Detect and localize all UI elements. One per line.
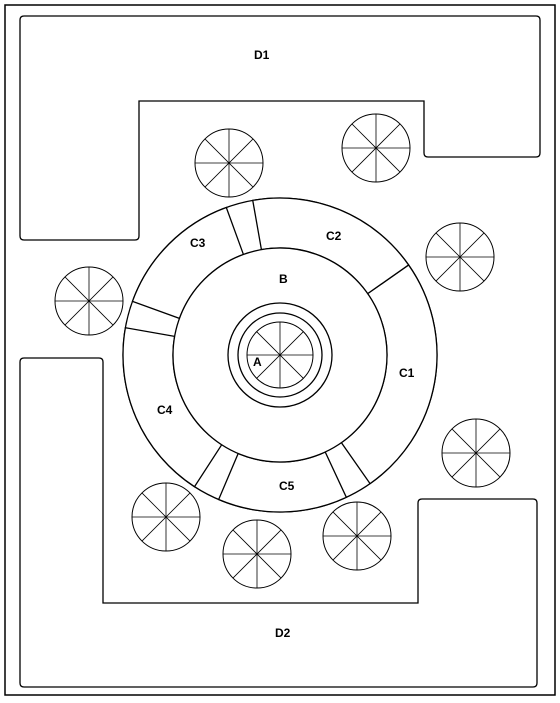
tree-right-upper-icon (425, 222, 495, 292)
label-d1: D1 (254, 48, 270, 62)
tree-left-icon (54, 266, 124, 336)
label-c5: C5 (279, 479, 295, 493)
tree-lower-center-icon (222, 519, 292, 589)
label-b: B (279, 272, 288, 286)
label-a: A (253, 355, 262, 369)
tree-center-icon (246, 321, 314, 389)
label-c1: C1 (399, 366, 415, 380)
tree-right-lower-icon (441, 418, 511, 488)
label-c2: C2 (326, 229, 342, 243)
tree-upper-left-icon (194, 128, 264, 198)
outer-frame (4, 4, 556, 696)
tree-upper-right-icon (341, 113, 411, 183)
region-d2 (19, 357, 538, 688)
tree-lower-right-icon (322, 501, 392, 571)
label-d2: D2 (275, 626, 291, 640)
trees (54, 113, 511, 589)
label-c4: C4 (157, 403, 173, 417)
tree-lower-left-icon (131, 482, 201, 552)
label-c3: C3 (190, 236, 206, 250)
region-d1 (19, 15, 541, 241)
